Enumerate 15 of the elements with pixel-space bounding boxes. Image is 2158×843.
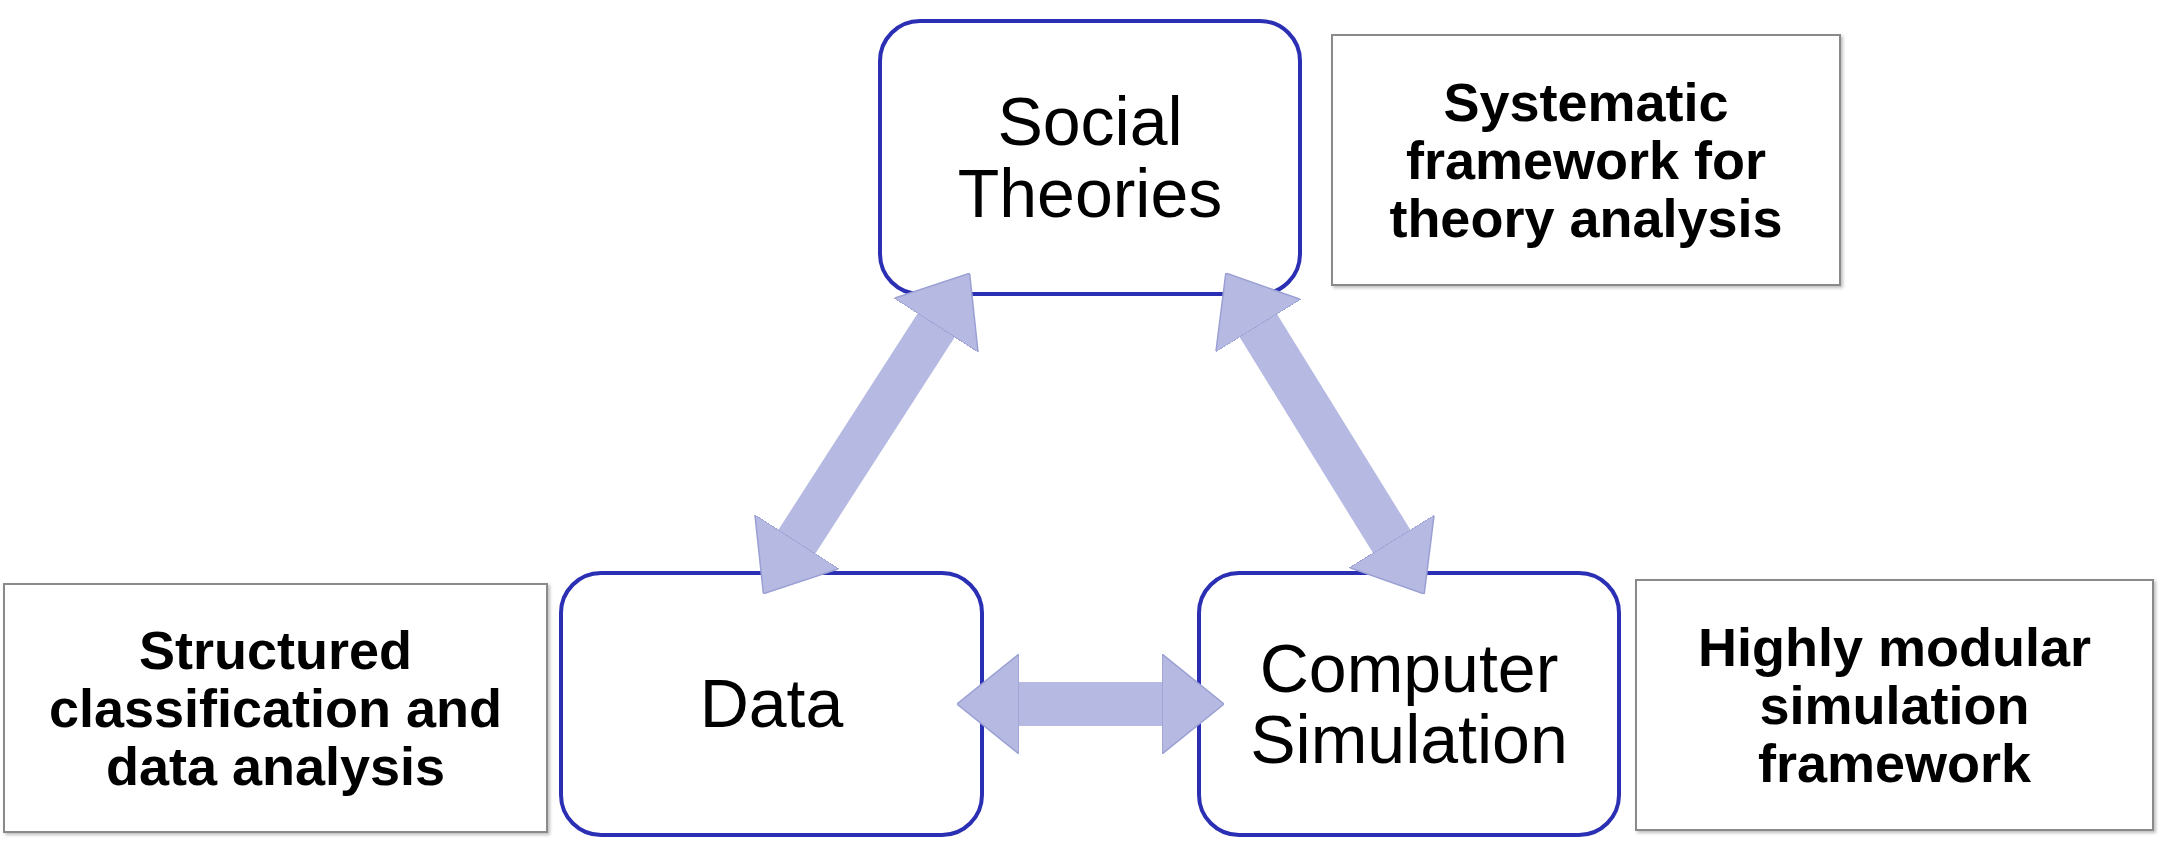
note-text: Structured classification and data analysis — [47, 620, 504, 796]
process-box — [559, 571, 984, 837]
note-box — [3, 583, 548, 833]
note-box — [1635, 579, 2154, 831]
node-label: Computer Simulation — [1249, 632, 1569, 776]
note-box — [1331, 34, 1841, 286]
note-text: Highly modular simulation framework — [1697, 617, 2092, 793]
node-label: Data — [699, 668, 844, 740]
double-arrow — [956, 653, 1225, 755]
double-arrow — [754, 272, 979, 595]
note-text: Systematic framework for theory analysis — [1388, 72, 1784, 248]
double-arrow — [1215, 272, 1435, 595]
process-box — [878, 19, 1302, 296]
process-box — [1197, 571, 1621, 837]
node-label: Social Theories — [956, 86, 1224, 229]
